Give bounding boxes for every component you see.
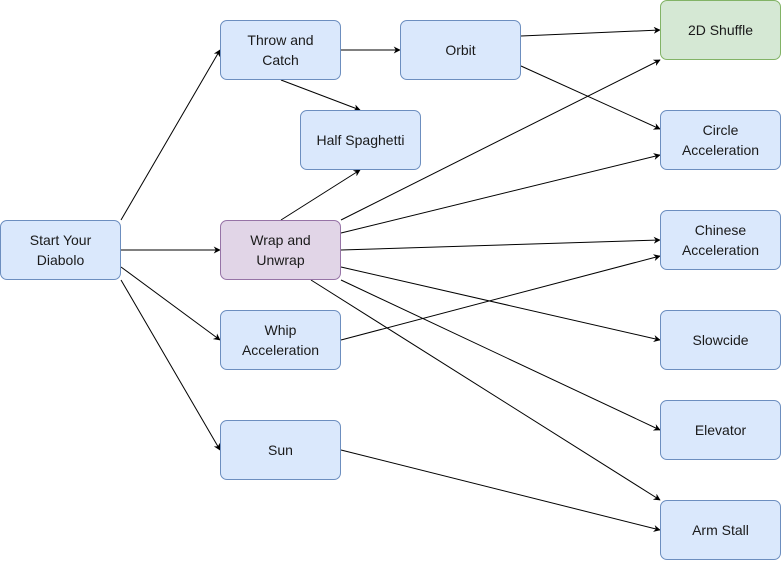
edge-whip-to-chinese (340, 254, 661, 341)
edge-wrap-to-shuffle (340, 59, 661, 221)
edge-orbit-to-shuffle (520, 26, 661, 37)
node-chinese-acceleration[interactable]: Chinese Acceleration (660, 210, 781, 270)
edge-start-to-throw (120, 49, 221, 221)
node-wrap-and-unwrap[interactable]: Wrap and Unwrap (220, 220, 341, 280)
node-label: Half Spaghetti (316, 132, 405, 148)
node-label: Start Your Diabolo (29, 232, 92, 268)
node-slowcide[interactable]: Slowcide (660, 310, 781, 370)
edge-orbit-to-circle (520, 65, 661, 130)
node-elevator[interactable]: Elevator (660, 400, 781, 460)
edge-start-to-whip (120, 266, 221, 341)
edge-wrap-to-halfspag (280, 169, 361, 221)
node-2d-shuffle[interactable]: 2D Shuffle (660, 0, 781, 60)
node-circle-acceleration[interactable]: Circle Acceleration (660, 110, 781, 170)
node-label: Chinese Acceleration (681, 222, 760, 258)
edge-wrap-to-chinese (340, 236, 661, 251)
edge-wrap-to-slowcide (340, 266, 661, 343)
edge-wrap-to-elevator (340, 279, 661, 431)
edge-throw-to-halfspag (280, 79, 361, 112)
edge-wrap-to-armstall (310, 279, 661, 501)
node-sun[interactable]: Sun (220, 420, 341, 480)
node-label: 2D Shuffle (687, 22, 754, 38)
node-label: Whip Acceleration (241, 322, 320, 358)
node-label: Sun (268, 442, 293, 458)
node-whip-acceleration[interactable]: Whip Acceleration (220, 310, 341, 370)
node-label: Throw and Catch (247, 32, 314, 68)
node-arm-stall[interactable]: Arm Stall (660, 500, 781, 560)
edge-wrap-to-circle (340, 153, 661, 234)
node-label: Wrap and Unwrap (250, 232, 311, 268)
edge-start-to-sun (120, 279, 221, 451)
node-label: Arm Stall (692, 522, 749, 538)
edge-sun-to-armstall (340, 449, 661, 532)
node-half-spaghetti[interactable]: Half Spaghetti (300, 110, 421, 170)
node-start-your-diabolo[interactable]: Start Your Diabolo (0, 220, 121, 280)
node-label: Circle Acceleration (681, 122, 760, 158)
node-orbit[interactable]: Orbit (400, 20, 521, 80)
node-label: Orbit (445, 42, 476, 58)
node-label: Elevator (694, 422, 747, 438)
node-label: Slowcide (692, 332, 749, 348)
node-throw-and-catch[interactable]: Throw and Catch (220, 20, 341, 80)
